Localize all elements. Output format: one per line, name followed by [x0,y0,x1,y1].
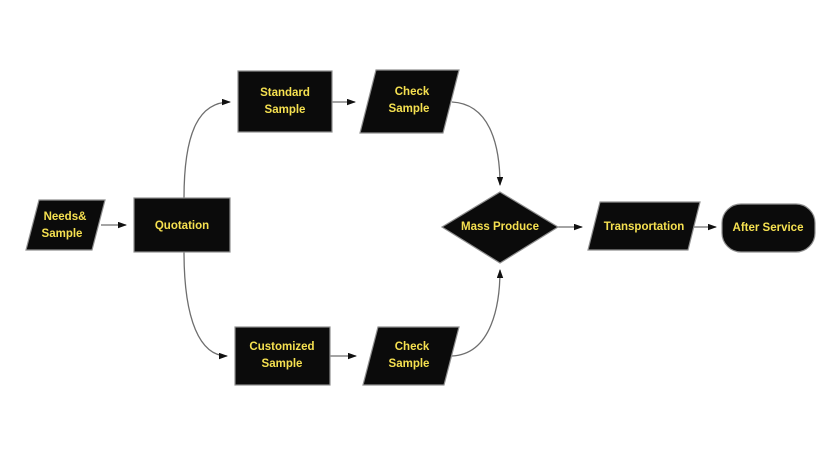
node-customized-sample[interactable]: Customized Sample [234,326,331,386]
check-sample-top-shape[interactable] [359,69,460,134]
node-mass-produce[interactable]: Mass Produce [440,191,560,264]
node-quotation[interactable]: Quotation [133,197,231,253]
node-needs-sample[interactable]: Needs& Sample [25,199,106,251]
edge-check-top-to-mass-produce [451,101,504,186]
edge-quotation-to-standard-sample [183,98,231,199]
transportation-shape[interactable] [587,201,701,251]
needs-sample-shape[interactable] [25,199,106,251]
node-check-sample-bottom[interactable]: Check Sample [362,326,460,386]
edge-quotation-to-customized-sample [183,251,228,360]
mass-produce-shape[interactable] [440,191,560,264]
node-standard-sample[interactable]: Standard Sample [237,70,333,133]
edge-check-bottom-to-mass-produce [451,269,504,357]
connector-layer [101,98,717,360]
check-sample-bottom-shape[interactable] [362,326,460,386]
quotation-shape[interactable] [133,197,231,253]
after-service-shape[interactable] [721,203,816,253]
customized-sample-shape[interactable] [234,326,331,386]
node-after-service[interactable]: After Service [721,203,816,253]
standard-sample-shape[interactable] [237,70,333,133]
node-transportation[interactable]: Transportation [587,201,701,251]
node-check-sample-top[interactable]: Check Sample [359,69,460,134]
